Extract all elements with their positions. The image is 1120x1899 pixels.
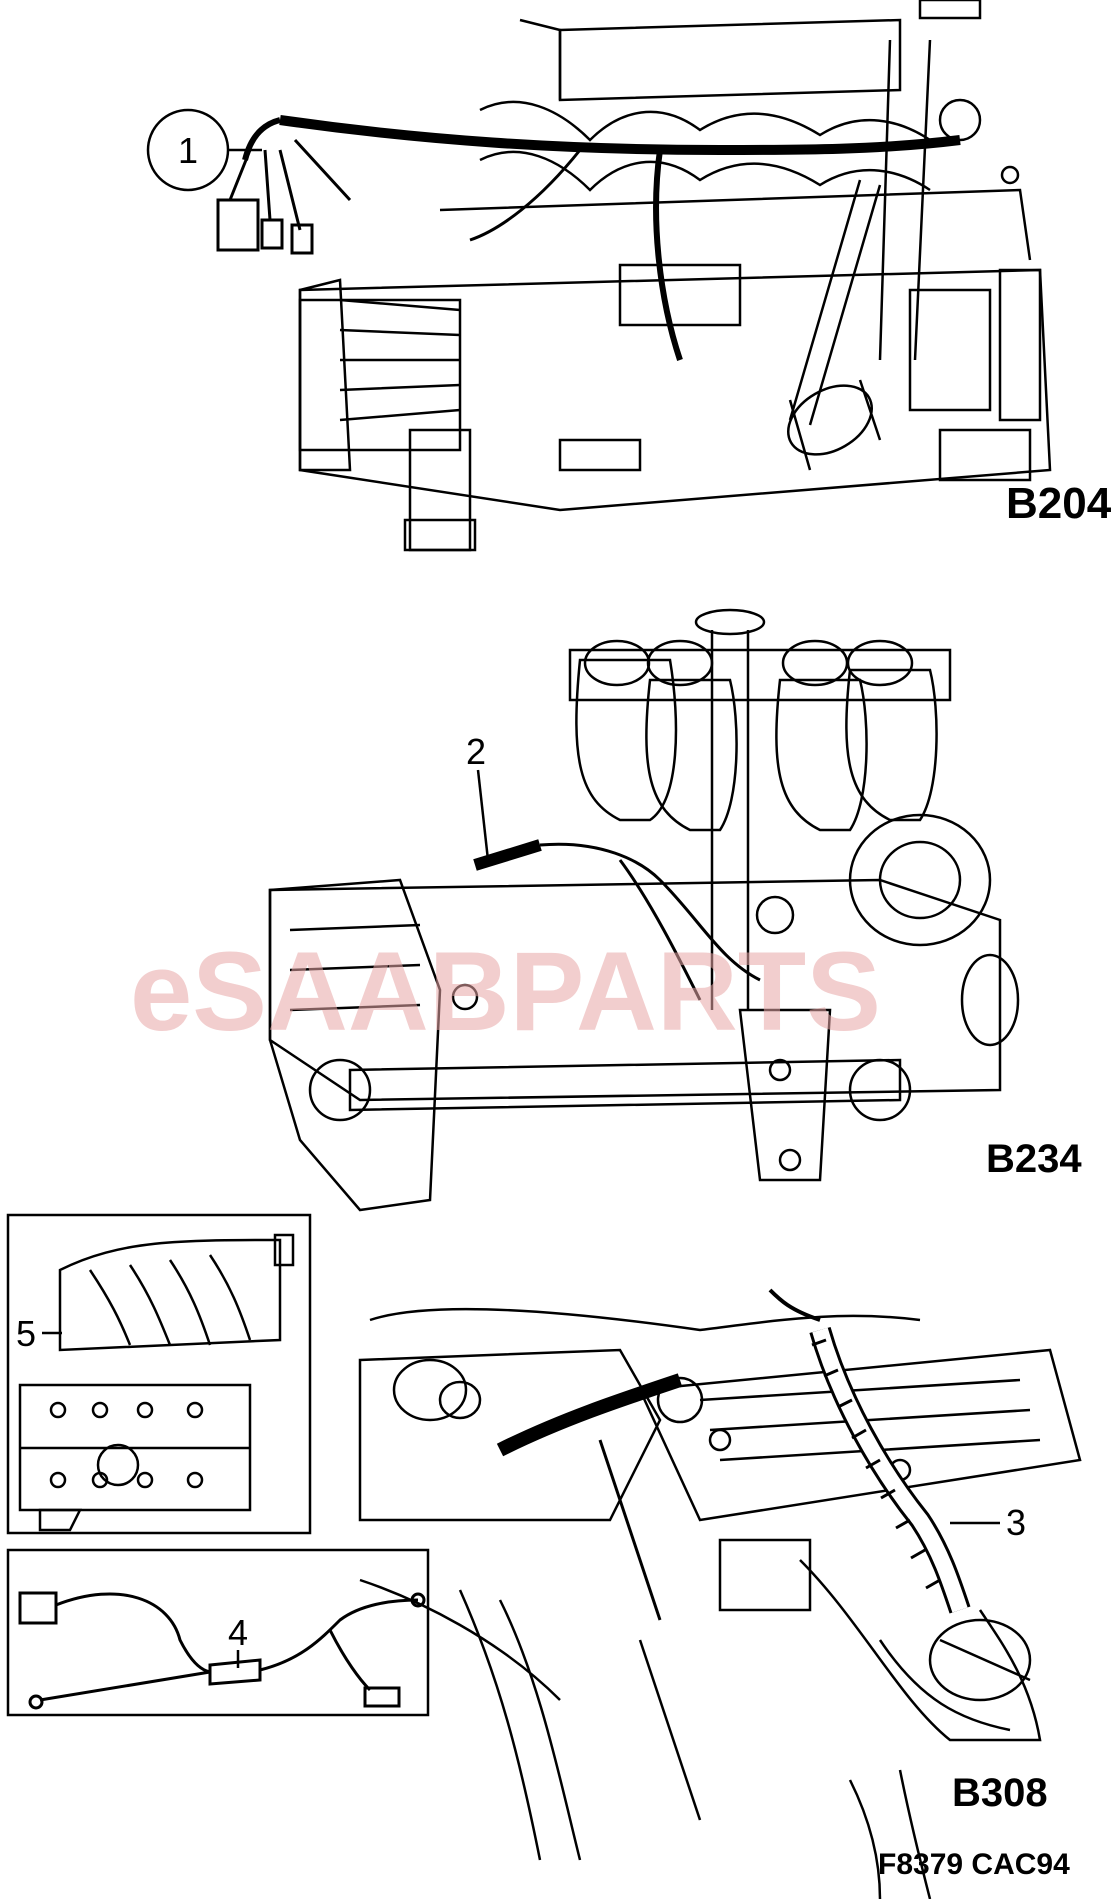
callout-3: 3 [950,1502,1026,1543]
inset-harness-box [6,1548,430,1717]
wiring-harness-part-4 [18,1591,426,1710]
engine-b308-drawing [358,1307,1082,1899]
wiring-harness-part-3 [598,1288,971,1621]
callout-1-label: 1 [178,130,198,171]
engine-b234-drawing [268,608,1020,1212]
callout-3-label: 3 [1006,1502,1026,1543]
engine-code-b234: B234 [986,1137,1082,1181]
callout-5-label: 5 [16,1313,36,1354]
callout-2-label: 2 [466,731,486,772]
callout-1: 1 [146,108,262,192]
engine-b204-drawing [298,0,1052,552]
figure-code: F8379 CAC94 [878,1848,1070,1881]
callout-2: 2 [466,731,490,861]
wiring-harness-part-2 [473,839,761,1001]
inset-manifold-box [6,1213,312,1535]
callout-4-label: 4 [228,1612,248,1653]
engine-code-b204: B204 [1006,479,1112,528]
watermark-text: eSAABPARTS [130,929,881,1054]
callout-5: 5 [16,1313,62,1354]
engine-code-b308: B308 [952,1771,1048,1815]
callout-4: 4 [228,1612,248,1668]
wiring-harness-part-1 [216,115,961,361]
